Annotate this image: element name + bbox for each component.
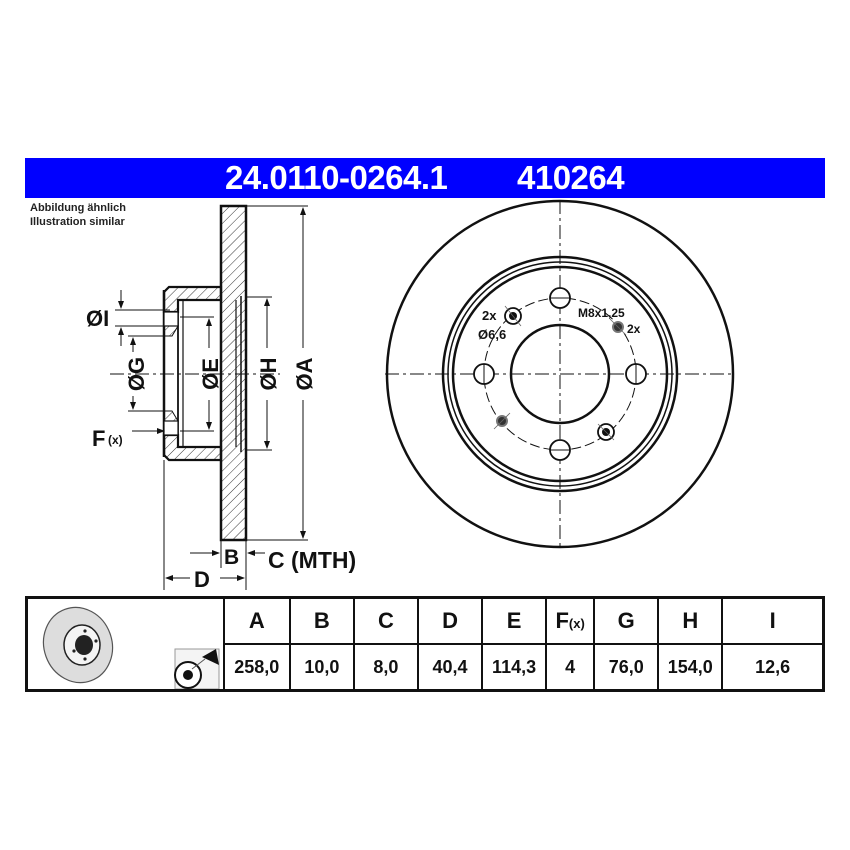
- note-german: Abbildung ähnlich: [30, 202, 126, 214]
- label-dim-E: ØE: [198, 358, 223, 390]
- callout-thread-count: 2x: [627, 322, 641, 336]
- col-header-F: F(x): [545, 596, 596, 645]
- label-dim-B: B: [224, 546, 239, 569]
- value-C: 8,0: [352, 643, 419, 692]
- brake-disc-icon: [42, 606, 220, 689]
- short-number: 410264: [517, 159, 625, 196]
- col-header-G: G: [593, 596, 660, 645]
- col-header-D: D: [416, 596, 484, 645]
- front-view: 2x Ø6,6 M8x1,25 2x: [385, 199, 735, 549]
- note-english: Illustration similar: [30, 216, 125, 228]
- product-icons-cell: [25, 596, 225, 692]
- col-header-F-main: F: [555, 608, 569, 633]
- label-dim-H: ØH: [256, 358, 281, 391]
- label-dim-I: ØI: [86, 306, 109, 331]
- label-dim-D: D: [194, 567, 210, 592]
- col-header-H: H: [657, 596, 724, 645]
- col-header-F-sub: (x): [568, 616, 585, 631]
- value-B: 10,0: [288, 643, 355, 692]
- col-header-C: C: [352, 596, 419, 645]
- callout-hole-count: 2x: [482, 308, 497, 323]
- part-number: 24.0110-0264.1: [225, 159, 448, 196]
- value-G: 76,0: [593, 643, 660, 692]
- col-header-E: E: [481, 596, 548, 645]
- col-header-A: A: [222, 596, 291, 645]
- disc-plate-section: [219, 204, 248, 542]
- value-I: 12,6: [721, 643, 825, 692]
- callout-hole-diameter: Ø6,6: [478, 327, 506, 342]
- illustration-note: Abbildung ähnlich Illustration similar: [30, 201, 126, 229]
- value-E: 114,3: [481, 643, 548, 692]
- coating-spray-icon: [174, 648, 220, 689]
- value-H: 154,0: [657, 643, 724, 692]
- label-dim-F-sub: (x): [108, 433, 123, 447]
- section-view: ØI ØG F (x) ØE ØH ØA B C (M: [86, 204, 356, 592]
- col-header-B: B: [288, 596, 355, 645]
- label-dim-F: F: [92, 426, 105, 451]
- value-D: 40,4: [416, 643, 484, 692]
- label-dim-A: ØA: [292, 357, 317, 390]
- label-dim-G: ØG: [124, 357, 149, 391]
- spec-table: A B C D E F(x) G H I 258,0 10,0 8,0 40,4…: [25, 596, 825, 692]
- col-header-I: I: [721, 596, 825, 645]
- value-F: 4: [545, 643, 596, 692]
- title-band: 24.0110-0264.1 410264: [25, 158, 825, 198]
- callout-thread-size: M8x1,25: [578, 306, 625, 320]
- value-A: 258,0: [222, 643, 291, 692]
- label-dim-C: C (MTH): [268, 547, 356, 573]
